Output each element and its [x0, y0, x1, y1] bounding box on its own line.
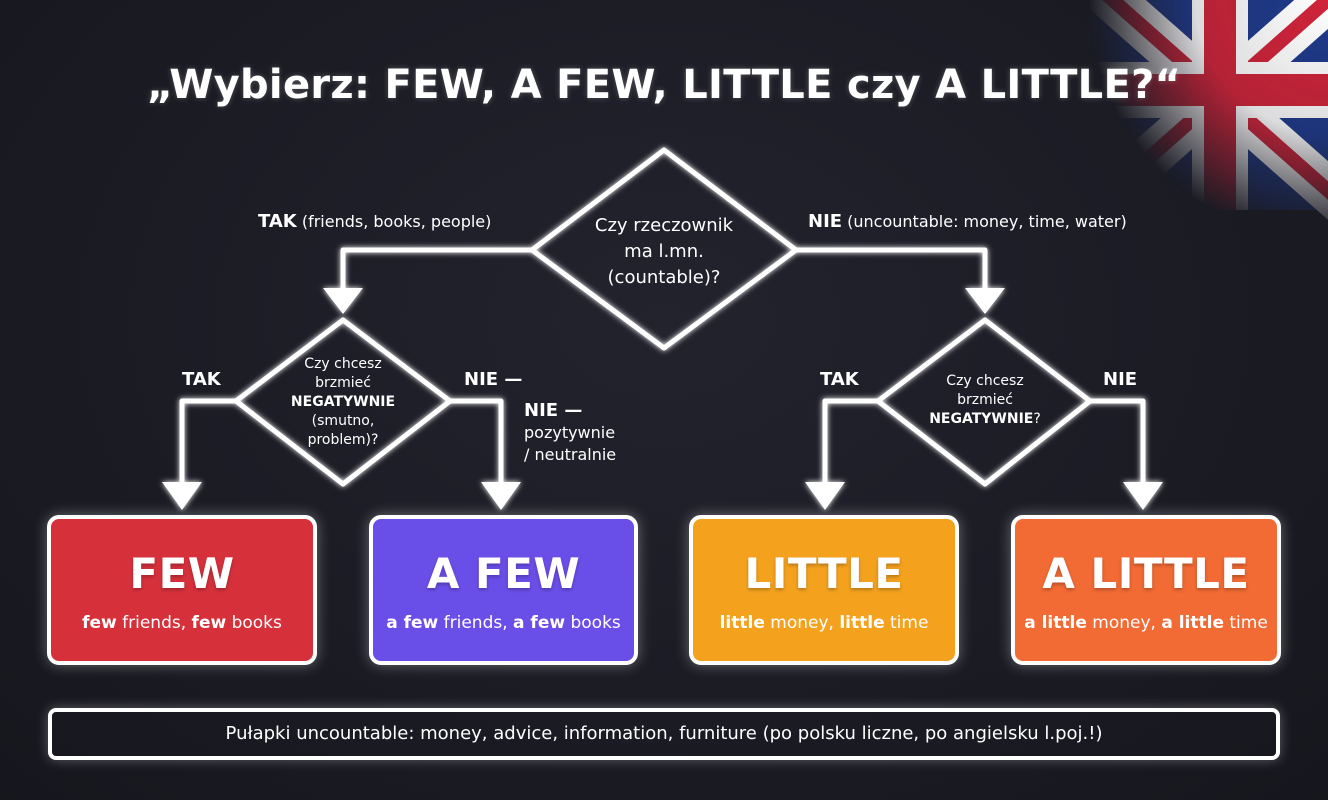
decision-right-emphasis: NEGATYWNIE — [929, 411, 1034, 427]
decision-right-suffix: ? — [1033, 411, 1041, 427]
label-top-yes-examples: (friends, books, people) — [296, 212, 492, 231]
label-left-no-short: NIE — — [464, 369, 522, 391]
label-right-no: NIE — [1103, 369, 1137, 391]
decision-left-line-5: problem)? — [307, 432, 379, 448]
result-box-a-little: A LITTLE a little money, a little time — [1011, 515, 1281, 665]
result-box-a-few: A FEW a few friends, a few books — [369, 515, 638, 665]
result-word-a-little: A LITTLE — [1042, 549, 1250, 598]
connector-right-yes — [822, 398, 881, 493]
decision-top-line-2: ma l.mn. — [624, 241, 704, 262]
label-right-yes: TAK — [820, 369, 859, 391]
label-left-no-long: NIE — pozytywnie / neutralnie — [524, 400, 616, 466]
connector-top-left — [340, 247, 535, 299]
label-left-no-long-line-3: / neutralnie — [524, 445, 617, 464]
decision-right-question: Czy chcesz brzmieć NEGATYWNIE? — [905, 372, 1065, 429]
arrowhead-right-yes — [805, 482, 845, 510]
label-top-yes: TAK (friends, books, people) — [258, 211, 491, 233]
label-right-yes-text: TAK — [820, 369, 859, 390]
decision-right-line-2: brzmieć — [957, 392, 1013, 408]
label-top-no-key: NIE — [808, 211, 843, 232]
label-left-no-long-key: NIE — — [524, 400, 583, 421]
label-left-no-short-text: NIE — — [464, 369, 523, 390]
label-left-no-long-line-2: pozytywnie — [524, 423, 616, 442]
label-top-no-examples: (uncountable: money, time, water) — [842, 212, 1127, 231]
decision-left-line-1: Czy chcesz — [304, 356, 382, 372]
result-example-few: few friends, few books — [82, 613, 282, 633]
label-right-no-text: NIE — [1103, 369, 1138, 390]
arrowhead-top-left — [323, 288, 363, 314]
connector-right-no — [1087, 398, 1146, 493]
result-example-a-little: a little money, a little time — [1024, 613, 1268, 633]
label-top-no: NIE (uncountable: money, time, water) — [808, 211, 1127, 233]
page-title: „Wybierz: FEW, A FEW, LITTLE czy A LITTL… — [146, 62, 1182, 108]
arrowhead-left-yes — [162, 482, 202, 510]
arrowhead-right-no — [1123, 482, 1163, 510]
result-example-a-few: a few friends, a few books — [386, 613, 621, 633]
result-box-little: LITTLE little money, little time — [689, 515, 959, 665]
result-example-little: little money, little time — [719, 613, 929, 633]
arrowhead-left-no — [481, 482, 521, 510]
result-word-little: LITTLE — [744, 549, 904, 598]
connector-left-yes — [179, 398, 239, 493]
connector-left-no — [447, 398, 504, 493]
decision-left-emphasis: NEGATYWNIE — [290, 394, 396, 410]
decision-left-line-4: (smutno, — [311, 413, 375, 429]
decision-right-line-1: Czy chcesz — [946, 373, 1024, 389]
decision-diamond-left — [233, 317, 453, 487]
arrowhead-top-right — [965, 288, 1005, 314]
decision-top-question: Czy rzeczownik ma l.mn. (countable)? — [572, 213, 756, 291]
decision-diamond-top — [529, 147, 799, 351]
decision-left-line-2: brzmieć — [315, 375, 371, 391]
label-left-yes: TAK — [182, 369, 221, 391]
result-box-few: FEW few friends, few books — [47, 515, 317, 665]
decision-top-line-1: Czy rzeczownik — [594, 215, 734, 236]
connector-top-right — [793, 247, 988, 299]
label-left-yes-text: TAK — [182, 369, 221, 390]
decision-left-question: Czy chcesz brzmieć NEGATYWNIE (smutno, p… — [268, 355, 418, 450]
decision-top-line-3: (countable)? — [607, 267, 721, 288]
uncountable-traps-note: Pułapki uncountable: money, advice, info… — [48, 708, 1280, 760]
result-word-few: FEW — [129, 549, 235, 598]
result-word-a-few: A FEW — [426, 549, 581, 598]
decision-diamond-right — [875, 317, 1093, 487]
label-top-yes-key: TAK — [258, 211, 297, 232]
